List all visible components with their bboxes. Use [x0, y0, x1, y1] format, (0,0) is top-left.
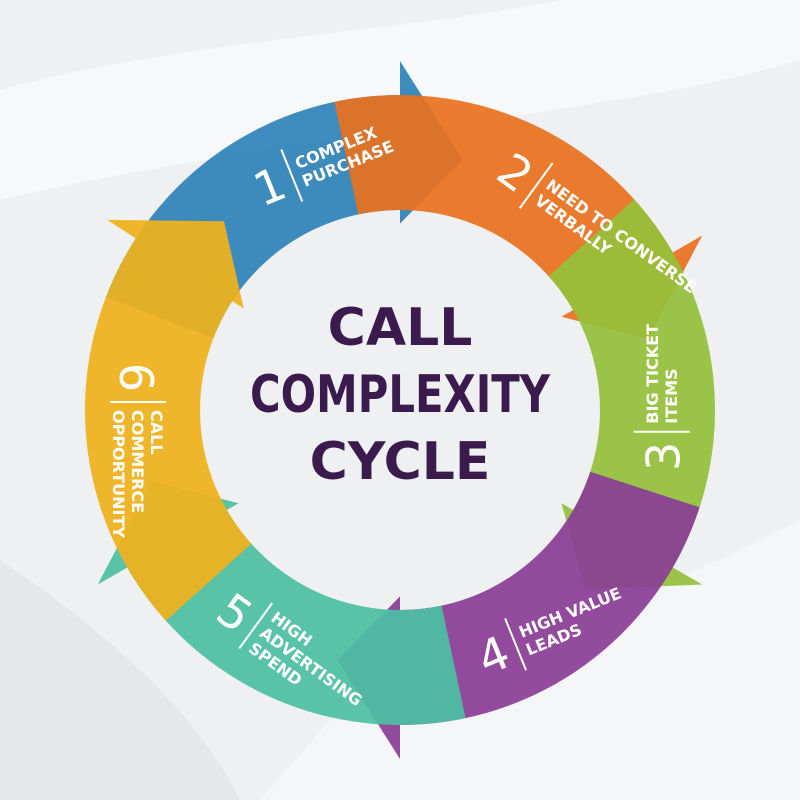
title-line-1: CALL [328, 298, 473, 358]
title-line-2: COMPLEXITY [250, 365, 551, 425]
segment-label-line: COMMERCE [128, 410, 147, 513]
cycle-arrows [84, 61, 716, 759]
segment-label-line: BIG TICKET [643, 324, 662, 424]
segment-divider [504, 617, 527, 671]
center-title: CALL COMPLEXITY CYCLE [250, 298, 551, 492]
title-line-3: CYCLE [310, 432, 491, 492]
segment-number: 6 [109, 363, 163, 392]
segment-divider [518, 162, 554, 209]
segment-divider [238, 602, 273, 650]
segment-label-line: ITEMS [662, 368, 681, 423]
background-swoosh [0, 560, 240, 800]
segment-label-line: CALL [147, 410, 166, 455]
arrow-segment-6 [84, 219, 252, 621]
segment-label-line: OPPORTUNITY [109, 410, 128, 538]
segment-divider [280, 149, 304, 202]
segment-number: 3 [637, 442, 691, 471]
